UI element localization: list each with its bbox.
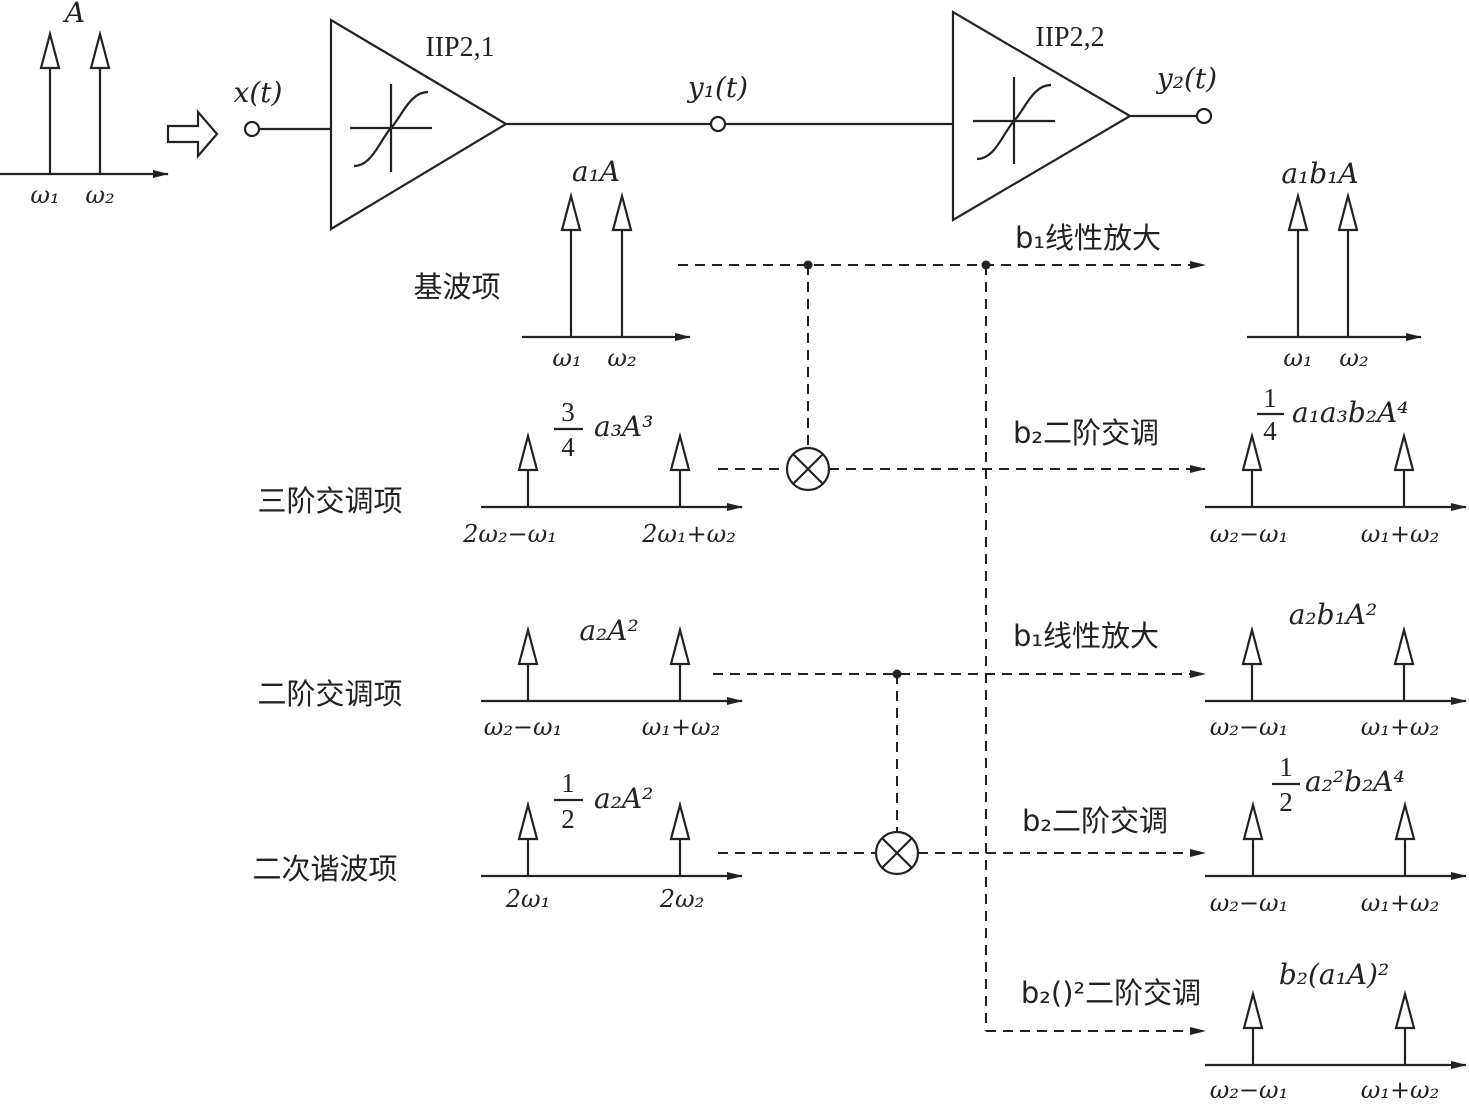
input-amplitude-label: A — [62, 0, 85, 29]
amplifier-2: IIP2,2 — [951, 10, 1133, 222]
row-second-harmonic-out-tick-1: ω₂−ω₁ — [1210, 889, 1289, 917]
row-third-order-amp-rest: a₃A³ — [594, 410, 653, 443]
row-extra-output: b₂()²二阶交调 b₂(a₁A)² ω₂−ω₁ ω₁+ω₂ — [1021, 958, 1467, 1104]
amplifier-2-triangle — [951, 10, 1133, 222]
amplifier-1-nonlinear-curve-icon — [353, 90, 429, 168]
row-third-order-name: 三阶交调项 — [257, 484, 402, 518]
row-third-order-out-impulse-1 — [1241, 431, 1263, 507]
row-third-order-op-label: b₂二阶交调 — [1013, 416, 1159, 450]
row-third-order-out-amp-rest: a₁a₃b₂A⁴ — [1292, 396, 1408, 429]
mixer-1-icon — [785, 446, 831, 492]
row-extra-out-amplitude: b₂(a₁A)² — [1279, 958, 1389, 991]
row-third-order-impulse-1 — [517, 431, 539, 507]
row-second-order-out-impulse-2 — [1393, 625, 1415, 701]
row-extra-op-label: b₂()²二阶交调 — [1021, 976, 1201, 1010]
mid-signal-label: y₁(t) — [686, 71, 748, 104]
row-fundamental: 基波项 a₁A ω₁ ω₂ b₁线性放大 a₁b₁A ω₁ ω₂ — [413, 155, 1422, 372]
junction-dot-3 — [892, 669, 902, 679]
row-extra-out-tick-2: ω₁+ω₂ — [1361, 1076, 1440, 1104]
row-second-order-tick-2: ω₁+ω₂ — [642, 713, 721, 741]
dashed-connections — [678, 260, 1206, 1035]
mixer-2-icon — [874, 830, 920, 876]
row-fundamental-tick-1: ω₁ — [552, 344, 581, 372]
row-second-harmonic-amp-num: 1 — [561, 768, 575, 798]
input-impulse-2 — [89, 29, 111, 174]
amplifier-1-triangle — [329, 18, 509, 231]
row-second-order-out-tick-2: ω₁+ω₂ — [1361, 713, 1440, 741]
row-third-order-tick-2: 2ω₁+ω₂ — [641, 520, 736, 548]
row-second-harmonic-op-label: b₂二阶交调 — [1022, 804, 1168, 838]
junction-dot-2 — [981, 260, 991, 270]
row-fundamental-impulse-1 — [560, 191, 582, 337]
row-third-order-impulse-2 — [669, 431, 691, 507]
row-third-order-out-impulse-2 — [1393, 431, 1415, 507]
row-second-order-op-label: b₁线性放大 — [1013, 619, 1159, 653]
row-second-harmonic-impulse-2 — [669, 800, 691, 876]
row-second-order-amplitude: a₂A² — [579, 614, 638, 647]
row-fundamental-impulse-2 — [611, 191, 633, 337]
row-fundamental-out-amplitude: a₁b₁A — [1281, 157, 1358, 190]
row-fundamental-amplitude: a₁A — [572, 155, 620, 188]
row-extra-out-impulse-1 — [1242, 989, 1264, 1065]
row-second-harmonic: 二次谐波项 1 2 a₂A² 2ω₁ 2ω₂ b₂二阶交调 1 2 a₂²b₂A… — [252, 752, 1467, 917]
row-second-order-out-tick-1: ω₂−ω₁ — [1210, 713, 1289, 741]
output-terminal — [1195, 107, 1213, 125]
amplifier-2-label: IIP2,2 — [1035, 22, 1104, 53]
junction-dot-1 — [803, 260, 813, 270]
row-third-order-out-tick-1: ω₂−ω₁ — [1210, 520, 1289, 548]
row-second-harmonic-out-impulse-1 — [1242, 800, 1264, 876]
row-second-harmonic-name: 二次谐波项 — [252, 852, 397, 886]
row-fundamental-name: 基波项 — [413, 270, 500, 304]
row-second-harmonic-out-amp-den: 2 — [1279, 787, 1293, 817]
row-second-order-out-impulse-1 — [1241, 625, 1263, 701]
row-third-order-amp-num: 3 — [561, 397, 575, 427]
row-second-order-name: 二阶交调项 — [257, 677, 402, 711]
row-fundamental-out-impulse-1 — [1287, 191, 1309, 337]
row-third-order-amp-den: 4 — [561, 432, 575, 462]
input-signal-label: x(t) — [234, 76, 283, 109]
amplifier-1: IIP2,1 — [329, 18, 509, 231]
input-spectrum: A ω₁ ω₂ — [0, 0, 169, 209]
row-third-order-tick-1: 2ω₂−ω₁ — [462, 520, 557, 548]
row-second-harmonic-out-amp-rest: a₂²b₂A⁴ — [1305, 765, 1405, 798]
row-second-harmonic-out-tick-2: ω₁+ω₂ — [1361, 889, 1440, 917]
row-second-order-impulse-2 — [669, 625, 691, 701]
row-second-harmonic-out-impulse-2 — [1394, 800, 1416, 876]
row-fundamental-tick-2: ω₂ — [607, 344, 636, 372]
row-extra-out-tick-1: ω₂−ω₁ — [1210, 1076, 1289, 1104]
row-second-harmonic-tick-1: 2ω₁ — [505, 885, 550, 913]
row-second-harmonic-out-amp-num: 1 — [1279, 752, 1293, 782]
implies-arrow-icon — [166, 109, 219, 159]
input-tick-1: ω₁ — [30, 181, 59, 209]
amplifier-1-label: IIP2,1 — [425, 32, 494, 63]
row-second-harmonic-amp-rest: a₂A² — [594, 782, 653, 815]
row-fundamental-op-label: b₁线性放大 — [1015, 221, 1161, 255]
row-second-order-out-amplitude: a₂b₁A² — [1289, 598, 1378, 631]
output-signal-label: y₂(t) — [1155, 62, 1217, 95]
row-second-order-tick-1: ω₂−ω₁ — [484, 713, 563, 741]
mid-terminal — [709, 115, 727, 133]
input-terminal — [243, 120, 261, 138]
row-fundamental-out-tick-1: ω₁ — [1283, 344, 1312, 372]
row-third-order-intermod: 三阶交调项 3 4 a₃A³ 2ω₂−ω₁ 2ω₁+ω₂ b₂二阶交调 1 4 … — [257, 383, 1467, 548]
signal-chain: x(t) IIP2,1 y₁(t) IIP2,2 y₂(t) — [234, 10, 1217, 231]
row-extra-out-impulse-2 — [1394, 989, 1416, 1065]
row-fundamental-out-tick-2: ω₂ — [1339, 344, 1368, 372]
row-fundamental-out-impulse-2 — [1337, 191, 1359, 337]
row-third-order-out-amp-num: 1 — [1263, 383, 1277, 413]
row-second-order-impulse-1 — [517, 625, 539, 701]
row-second-harmonic-tick-2: 2ω₂ — [659, 885, 704, 913]
row-second-harmonic-impulse-1 — [517, 800, 539, 876]
input-impulse-1 — [39, 29, 61, 174]
row-second-order-intermod: 二阶交调项 a₂A² ω₂−ω₁ ω₁+ω₂ b₁线性放大 a₂b₁A² ω₂−… — [257, 598, 1467, 741]
row-third-order-out-amp-den: 4 — [1263, 416, 1277, 446]
input-tick-2: ω₂ — [85, 181, 114, 209]
amplifier-2-nonlinear-curve-icon — [976, 83, 1052, 161]
row-second-harmonic-amp-den: 2 — [561, 804, 575, 834]
row-third-order-out-tick-2: ω₁+ω₂ — [1361, 520, 1440, 548]
